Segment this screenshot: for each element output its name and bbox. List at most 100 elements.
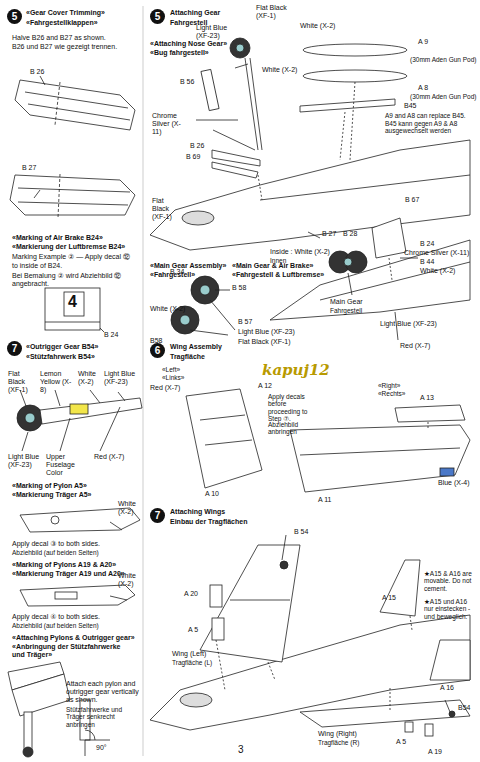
part-label: White (X-2) xyxy=(300,22,335,30)
part-label: Bei Bemalung ② wird Abziehbild ⑫ angebra… xyxy=(12,272,122,288)
part-label: Light Blue (XF-23) xyxy=(380,320,437,328)
part-label: Chrome Silver (X-11) xyxy=(152,112,188,136)
part-label: Wing (Right) xyxy=(318,730,357,738)
part-label: Flat Black (XF-1) xyxy=(238,338,291,346)
part-label: Wing (Left) xyxy=(172,650,206,658)
part-label: A 12 xyxy=(258,382,272,390)
step-circle: 6 xyxy=(150,343,165,358)
note-text: B45 kann gegen A9 & A8 ausgewechselt wer… xyxy=(385,120,473,135)
note-text: Apply decals before proceeding to Step ⑦… xyxy=(268,393,312,423)
step-circle: 5 xyxy=(150,9,165,24)
part-label: A 5 xyxy=(396,738,406,746)
note-text: «Right» xyxy=(378,382,400,389)
part-label: A 8 xyxy=(418,84,428,92)
step-heading: Attaching Gear xyxy=(170,9,220,17)
watermark: kapuj12 xyxy=(262,362,330,379)
page-number: 3 xyxy=(238,744,244,756)
note-text: Tragfläche (R) xyxy=(318,739,359,746)
part-label: B58 xyxy=(150,337,162,345)
step-heading: «Outrigger Gear B54» xyxy=(26,343,98,351)
part-label: Attach each pylon and outrigger gear ver… xyxy=(66,680,140,704)
part-label: Halve B26 and B27 as shown. xyxy=(12,34,106,42)
part-label: A 5 xyxy=(188,626,198,634)
step-heading: «Fahrgestellklappen» xyxy=(26,19,98,27)
step-heading: «Fahrgestell & Luftbremse» xyxy=(232,271,324,279)
step-heading: «Gear Cover Trimming» xyxy=(26,9,105,17)
part-label: A 13 xyxy=(420,394,434,402)
part-label: B54 xyxy=(458,704,470,712)
part-label: to inside of B24. xyxy=(12,262,62,270)
part-label: B 27 xyxy=(322,230,336,238)
part-label: Light Blue (XF-23) xyxy=(238,328,295,336)
part-label: Apply decal ④ to both sides. xyxy=(12,613,100,621)
note-text: ★A15 & A16 are movable. Do not cement. xyxy=(424,570,476,592)
step-heading: Wing Assembly xyxy=(170,343,222,351)
decal-number: 4 xyxy=(68,293,77,311)
part-label: A 9 xyxy=(418,38,428,46)
part-label: Light Blue (XF-23) xyxy=(8,453,40,469)
step-heading: «Markierung der Luftbremse B24» xyxy=(12,243,125,251)
step-number: 6 xyxy=(155,346,161,356)
part-label: Red (X-7) xyxy=(400,342,430,350)
part-label: Flat Black (XF-1) xyxy=(8,370,38,394)
part-label: Chrome Silver (X-11) xyxy=(404,249,469,257)
part-label: Red (X-7) xyxy=(94,453,124,461)
note-text: A9 and A8 can replace B45. xyxy=(385,112,466,119)
step-number: 5 xyxy=(155,12,161,22)
step-heading: Einbau der Tragflächen xyxy=(170,518,247,526)
note-text: (30mm Aden Gun Pod) xyxy=(410,93,476,100)
part-label: B 44 xyxy=(420,258,434,266)
note-text: (30mm Aden Gun Pod) xyxy=(410,56,476,63)
part-label: Red (X-7) xyxy=(150,384,180,392)
part-label: B45 xyxy=(404,102,416,110)
note-text: Abziehbild (auf beiden Seiten) xyxy=(12,549,99,556)
part-label: A 20 xyxy=(184,590,198,598)
note-text: «Left» xyxy=(162,366,180,373)
part-label: B 26 xyxy=(30,68,44,76)
part-label: Upper Fuselage Color xyxy=(46,453,82,477)
step-circle: 7 xyxy=(7,341,22,356)
step-heading: «Markierung Träger A5» xyxy=(12,491,92,499)
step-number: 7 xyxy=(155,511,161,521)
part-label: B 57 xyxy=(238,318,252,326)
part-label: White (X-2) xyxy=(78,370,100,386)
part-label: B 24 xyxy=(420,240,434,248)
step-heading: «Stützfahrwerk B54» xyxy=(26,353,95,361)
part-label: Flat Black (XF-1) xyxy=(152,197,182,221)
part-label: Marking Example ② — Apply decal ⑫ xyxy=(12,253,130,261)
part-label: 90° xyxy=(96,744,107,752)
part-label: B 56 xyxy=(180,78,194,86)
part-label: White (X-2) xyxy=(150,305,185,313)
part-label: A 10 xyxy=(205,490,219,498)
part-label: Lemon Yellow (X-8) xyxy=(40,370,72,394)
part-label: Flat Black (XF-1) xyxy=(256,4,288,20)
note-text: «Links» xyxy=(162,374,184,381)
part-label: White (X-2) xyxy=(262,66,297,74)
step-heading: «Marking of Pylon A5» xyxy=(12,482,87,490)
part-label: B26 und B27 wie gezeigt trennen. xyxy=(12,43,117,51)
note-text: «Rechts» xyxy=(378,390,405,397)
part-label: Light Blue (XF-23) xyxy=(196,24,228,40)
part-label: B 54 xyxy=(294,528,308,536)
note-text: Abziehbild anbringen xyxy=(268,421,312,436)
step-heading: «Markierung Träger A19 und A20» xyxy=(12,570,125,578)
note-text: Abziehbild (auf beiden Seiten) xyxy=(12,622,99,629)
step-heading: Attaching Wings xyxy=(170,508,225,516)
part-label: White (X-2) xyxy=(118,572,140,588)
step-heading: «Anbringung der Stützfahrwerke und Träge… xyxy=(12,643,122,659)
step-heading: «Attaching Nose Gear» xyxy=(150,40,227,48)
step-heading: «Main Gear Assembly» xyxy=(150,262,226,270)
part-label: B 69 xyxy=(186,153,200,161)
step-number: 7 xyxy=(12,344,18,354)
note-text: ★A15 und A16 nur einstecken - und bewegl… xyxy=(424,598,476,620)
step-heading: «Marking of Air Brake B24» xyxy=(12,234,103,242)
part-label: Blue (X-4) xyxy=(438,479,470,487)
note-text: Tragfläche (L) xyxy=(172,659,212,666)
part-label: B 27 xyxy=(22,164,36,172)
part-label: A 16 xyxy=(440,684,454,692)
part-label: Apply decal ③ to both sides. xyxy=(12,540,100,548)
part-label: B 28 xyxy=(343,230,357,238)
part-label: B 34 xyxy=(170,268,184,276)
part-label: Main Gear xyxy=(330,298,363,306)
part-label: B 24 xyxy=(104,331,118,339)
